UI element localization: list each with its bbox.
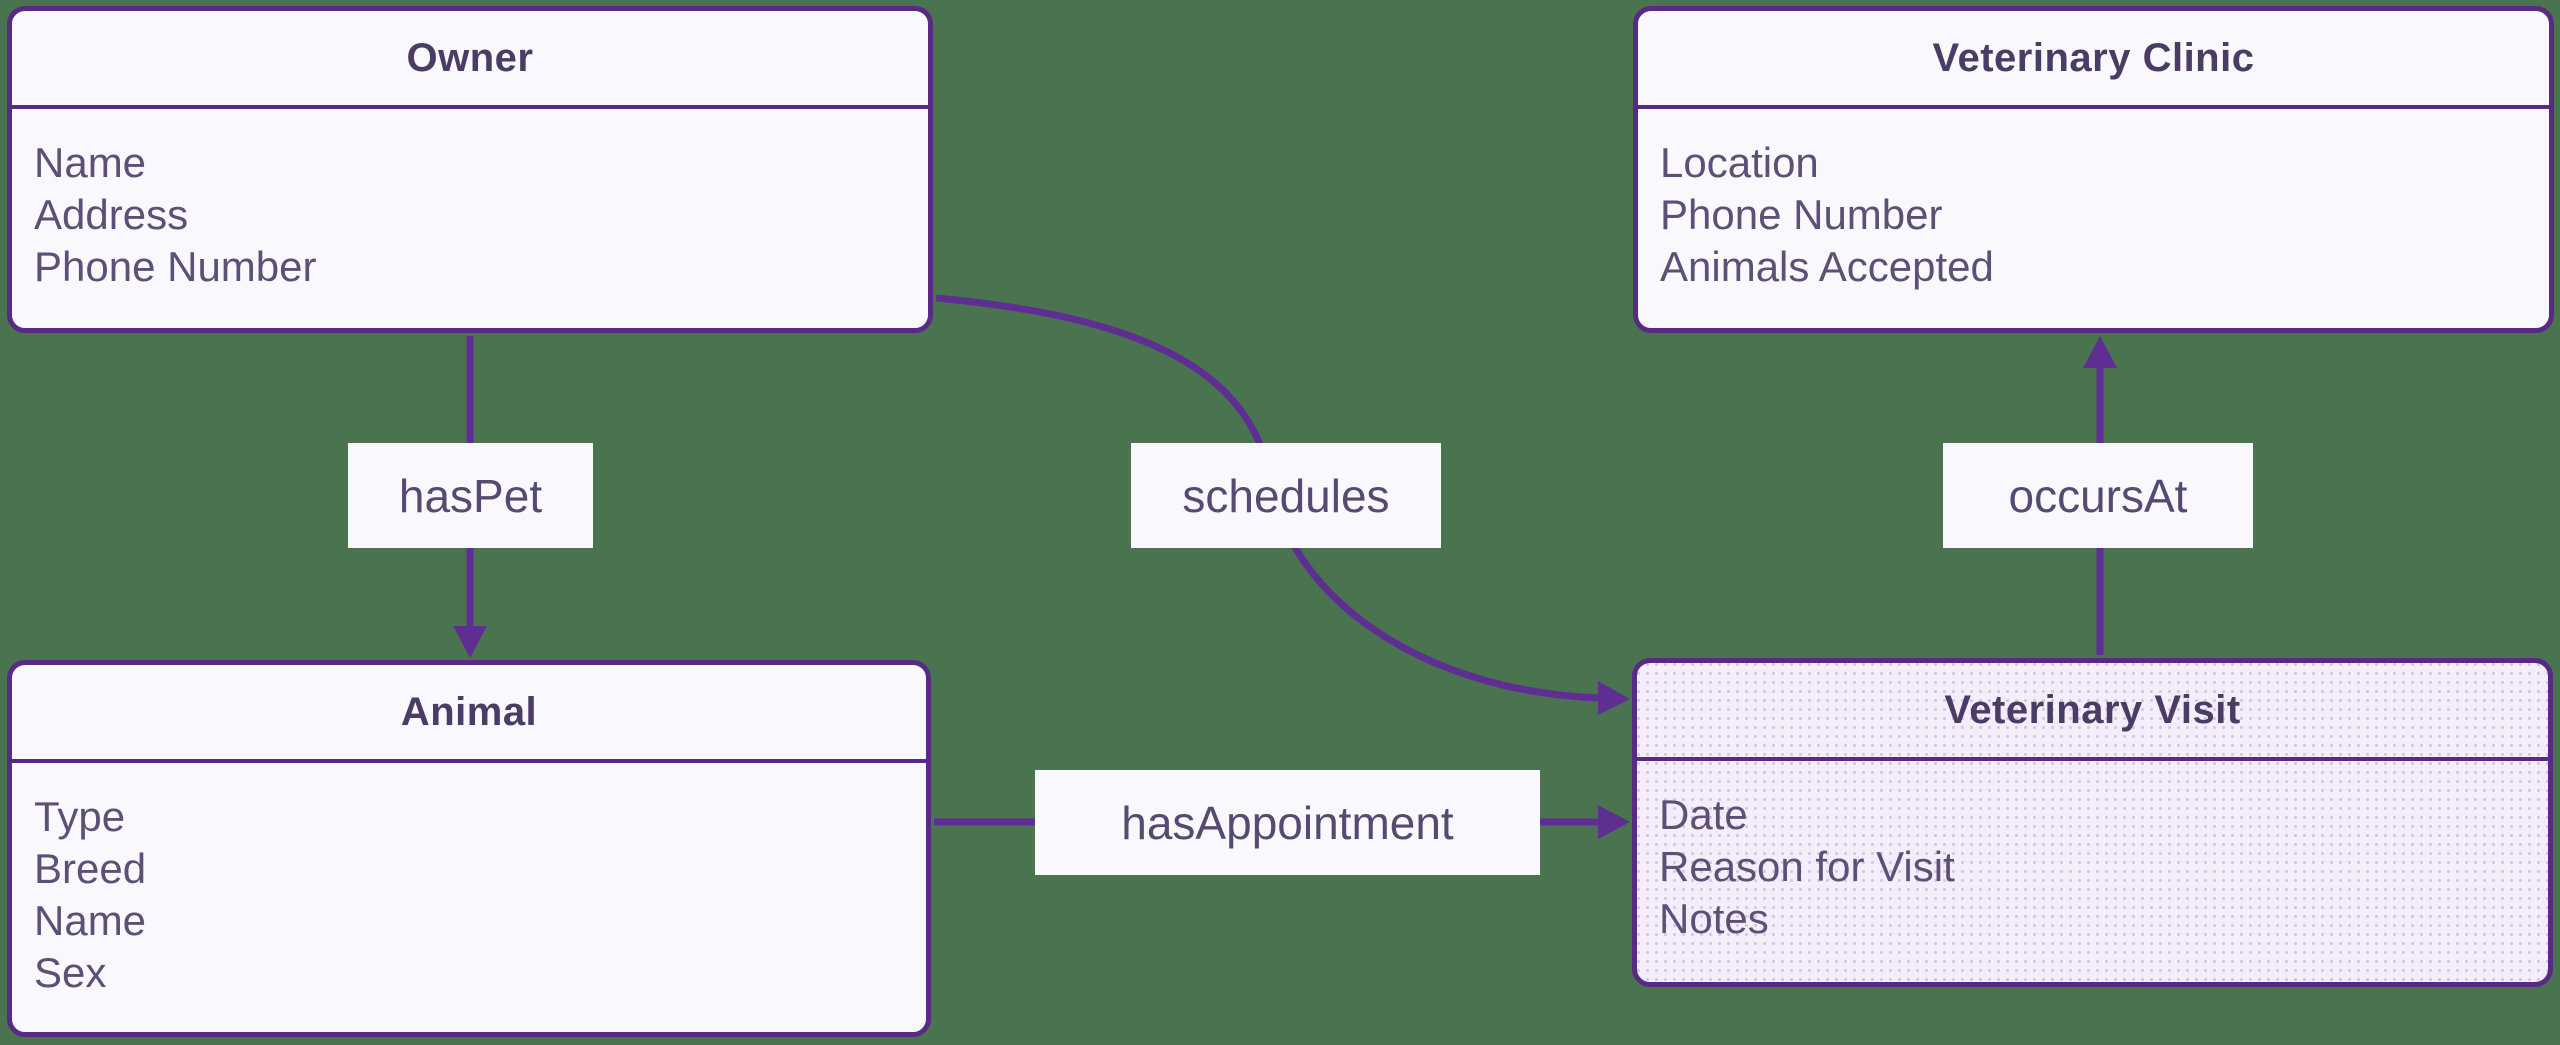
entity-veterinary-visit: Veterinary Visit Date Reason for Visit N… xyxy=(1632,658,2553,987)
schedules-arrowhead-icon xyxy=(1598,681,1630,715)
attribute: Name xyxy=(34,139,147,186)
entity-owner-title: Owner xyxy=(406,35,534,80)
entity-veterinary-clinic-title: Veterinary Clinic xyxy=(1932,35,2255,80)
entity-veterinary-clinic-header: Veterinary Clinic xyxy=(1638,11,2549,109)
attribute: Notes xyxy=(1659,895,1769,942)
haspet-arrowhead-icon xyxy=(453,626,487,658)
entity-animal-attributes: Type Breed Name Sex xyxy=(12,763,926,999)
attribute: Location xyxy=(1660,139,1819,186)
occursat-arrowhead-icon xyxy=(2083,336,2117,368)
relationship-label-haspet: hasPet xyxy=(348,443,593,548)
attribute: Name xyxy=(34,897,147,944)
entity-animal-header: Animal xyxy=(12,665,926,763)
relationship-label-occursat: occursAt xyxy=(1943,443,2253,548)
entity-owner-attributes: Name Address Phone Number xyxy=(12,109,928,293)
attribute: Sex xyxy=(34,949,107,996)
attribute: Address xyxy=(34,191,189,238)
attribute: Phone Number xyxy=(34,243,317,290)
relationship-label-hasappointment: hasAppointment xyxy=(1035,770,1540,875)
entity-owner: Owner Name Address Phone Number xyxy=(7,6,933,333)
attribute: Animals Accepted xyxy=(1660,243,1994,290)
entity-veterinary-clinic: Veterinary Clinic Location Phone Number … xyxy=(1633,6,2554,333)
entity-animal: Animal Type Breed Name Sex xyxy=(7,660,931,1037)
hasappointment-arrowhead-icon xyxy=(1598,805,1630,839)
attribute: Phone Number xyxy=(1660,191,1943,238)
attribute: Date xyxy=(1659,791,1748,838)
entity-owner-header: Owner xyxy=(12,11,928,109)
entity-veterinary-clinic-attributes: Location Phone Number Animals Accepted xyxy=(1638,109,2549,293)
attribute: Reason for Visit xyxy=(1659,843,1955,890)
entity-veterinary-visit-attributes: Date Reason for Visit Notes xyxy=(1637,761,2548,945)
entity-veterinary-visit-header: Veterinary Visit xyxy=(1637,663,2548,761)
attribute: Breed xyxy=(34,845,147,892)
relationship-label-schedules: schedules xyxy=(1131,443,1441,548)
entity-veterinary-visit-title: Veterinary Visit xyxy=(1944,687,2241,732)
attribute: Type xyxy=(34,793,126,840)
entity-animal-title: Animal xyxy=(400,689,538,734)
